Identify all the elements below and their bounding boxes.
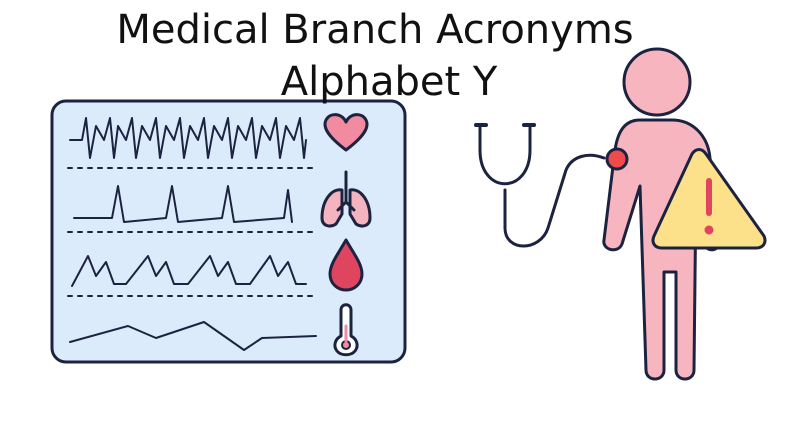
stethoscope-icon [474, 123, 629, 248]
blood-drop-icon [328, 238, 364, 292]
heart-icon [323, 113, 369, 152]
warning-icon [651, 148, 767, 250]
ecg-trace [69, 117, 307, 159]
blood-pressure-trace [71, 255, 307, 287]
respiration-trace [73, 185, 293, 223]
patient-head [622, 47, 692, 117]
page-title: Medical Branch Acronyms [116, 7, 634, 53]
lungs-icon [320, 170, 372, 228]
stethoscope-chestpiece [605, 147, 629, 171]
temperature-trace [69, 321, 317, 351]
thermometer-icon [333, 303, 359, 357]
page-subtitle: Alphabet Y [280, 59, 498, 105]
